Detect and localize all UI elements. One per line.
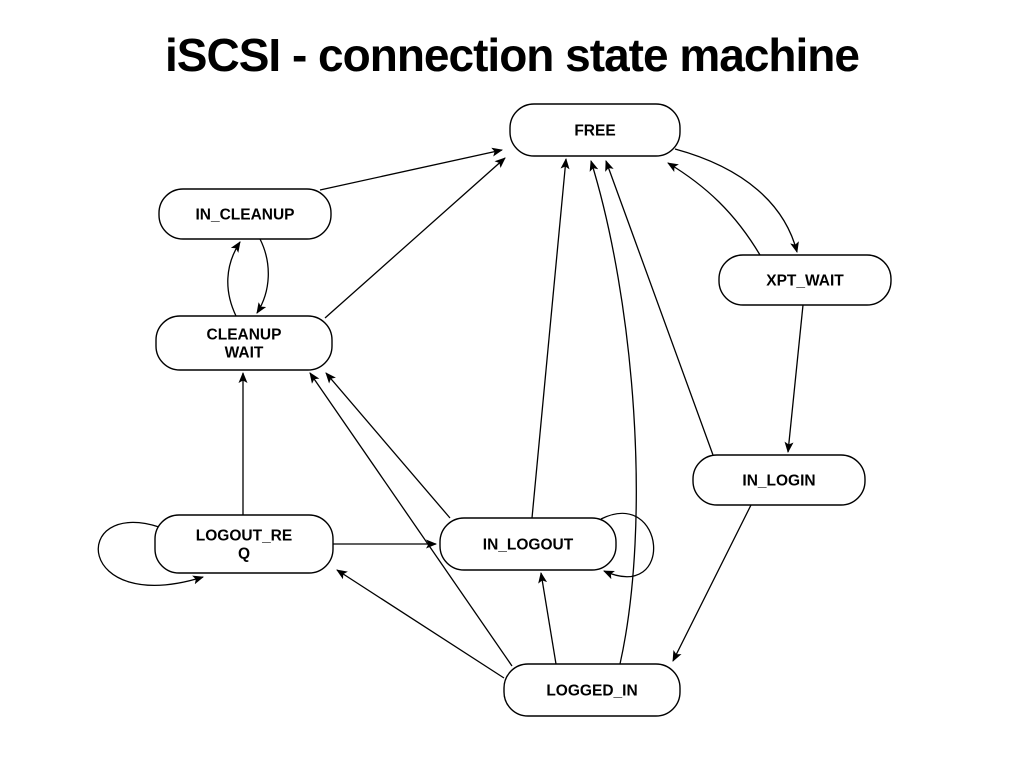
edge-IN_LOGOUT-to-IN_LOGOUT <box>600 512 655 580</box>
state-box-CLEANUP_WAIT <box>155 315 333 371</box>
edge-LOGGED_IN-to-IN_LOGOUT <box>538 572 557 665</box>
state-node-IN_CLEANUP: IN_CLEANUP <box>158 188 332 240</box>
state-node-IN_LOGIN: IN_LOGIN <box>692 454 866 506</box>
state-label-IN_LOGOUT: IN_LOGOUT <box>483 537 574 554</box>
edge-LOGGED_IN-to-LOGOUT_REQ <box>336 569 505 679</box>
edge-LOGGED_IN-to-CLEANUP_WAIT <box>309 372 513 667</box>
edge-FREE-to-XPT_WAIT <box>674 148 799 253</box>
state-box-LOGOUT_REQ <box>154 514 334 574</box>
edge-IN_LOGOUT-to-CLEANUP_WAIT <box>325 372 451 519</box>
edge-CLEANUP_WAIT-to-FREE <box>324 157 506 319</box>
state-box-IN_LOGIN <box>692 454 866 506</box>
edge-LOGGED_IN-to-FREE <box>589 160 637 665</box>
state-label-IN_CLEANUP: IN_CLEANUP <box>195 207 294 224</box>
state-label-IN_LOGIN: IN_LOGIN <box>742 473 815 490</box>
state-box-IN_CLEANUP <box>158 188 332 240</box>
edge-IN_LOGIN-to-FREE <box>605 160 714 456</box>
edge-LOGOUT_REQ-to-LOGOUT_REQ <box>97 521 204 586</box>
edge-IN_LOGIN-to-LOGGED_IN <box>672 504 752 662</box>
edge-XPT_WAIT-to-FREE <box>667 162 761 256</box>
state-node-XPT_WAIT: XPT_WAIT <box>718 254 892 306</box>
state-box-IN_LOGOUT <box>439 517 617 571</box>
state-node-IN_LOGOUT: IN_LOGOUT <box>439 517 617 571</box>
edge-IN_LOGOUT-to-FREE <box>531 158 570 519</box>
state-box-XPT_WAIT <box>718 254 892 306</box>
state-node-LOGGED_IN: LOGGED_IN <box>503 663 681 717</box>
edge-IN_CLEANUP-to-FREE <box>319 147 503 191</box>
edge-CLEANUP_WAIT-to-IN_CLEANUP <box>227 241 241 317</box>
edge-IN_CLEANUP-to-CLEANUP_WAIT <box>256 238 269 314</box>
state-label-FREE: FREE <box>574 123 615 140</box>
page-title: iSCSI - connection state machine <box>165 29 860 81</box>
edge-XPT_WAIT-to-IN_LOGIN <box>784 304 804 453</box>
state-label-LOGGED_IN: LOGGED_IN <box>546 683 637 700</box>
state-label-XPT_WAIT: XPT_WAIT <box>766 273 844 290</box>
state-node-FREE: FREE <box>509 103 681 157</box>
state-box-FREE <box>509 103 681 157</box>
state-box-LOGGED_IN <box>503 663 681 717</box>
